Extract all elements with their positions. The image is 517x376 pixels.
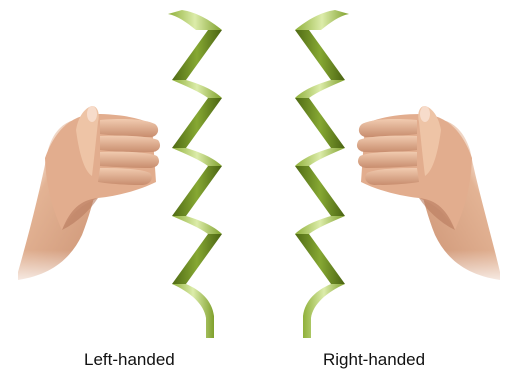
left-handed-helix-icon bbox=[168, 10, 222, 338]
right-handed-helix-icon bbox=[295, 10, 349, 338]
right-hand-icon bbox=[357, 106, 517, 290]
left-handed-caption: Left-handed bbox=[84, 350, 175, 370]
left-hand-icon bbox=[0, 106, 160, 290]
right-handed-caption: Right-handed bbox=[323, 350, 425, 370]
